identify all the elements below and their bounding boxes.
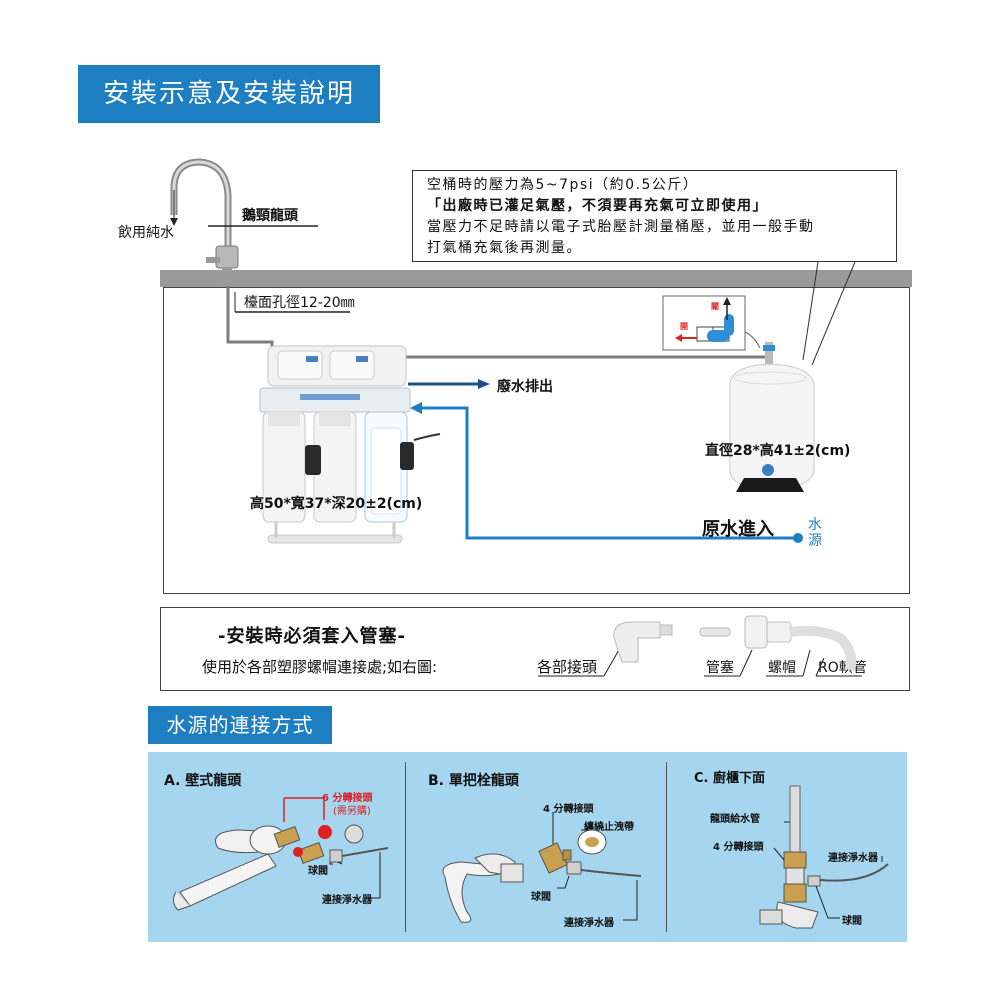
plug-note-title: -安裝時必須套入管塞- [218,626,406,647]
panel-c-illustration [759,785,889,929]
valve-close-label: 關 [711,302,719,311]
panel-c-supply: 龍頭給水管 [710,814,760,825]
plug-note-box [160,607,910,691]
panel-a-adapter-note: (需另購) [333,806,371,817]
nut-icon [744,615,768,649]
divider [405,762,406,932]
note-line-1: 空桶時的壓力為5~7psi（約0.5公斤） [427,177,699,193]
countertop [160,270,912,287]
faucet-label: 鵝頸龍頭 [242,208,298,224]
water-source-dot [793,533,803,543]
tube-plug-icon [699,627,731,637]
fittings-illustration [538,615,862,677]
note-pointer-line [802,261,819,361]
installation-diagram [170,158,856,544]
note-line-3: 當壓力不足時請以電子式胎壓計測量桶壓，並用一般手動 [427,219,815,235]
panel-c-title: C. 廚櫃下面 [694,771,766,786]
panel-a-illustration [172,797,389,911]
arrow-down-icon [170,218,178,226]
panel-a-connect: 連接淨水器 [322,895,372,906]
pressure-note: 空桶時的壓力為5~7psi（約0.5公斤） 「出廠時已灌足氣壓，不須要再充氣可立… [412,170,897,262]
waste-label: 廢水排出 [497,379,553,395]
joint-label: 各部接頭 [537,658,598,676]
panel-c-connect: 連接淨水器 [828,853,878,864]
pressure-tank-icon [729,342,815,492]
cabinet-outline [163,287,910,594]
nut-label: 螺帽 [768,660,796,676]
panel-c-adapter: 4 分轉接頭 [713,842,764,853]
raw-water-label: 原水進入 [702,519,774,540]
panel-a-ball: 球閥 [308,866,328,877]
supply-pipe-icon [789,785,801,857]
panel-c-ball: 球閥 [842,916,862,927]
arrow-right-icon [478,379,490,389]
valve-open-label: 開 [680,322,688,331]
plug-note-desc: 使用於各部塑膠螺帽連接處;如右圖: [202,658,438,676]
note-line-2: 「出廠時已灌足氣壓，不須要再充氣可立即使用」 [427,198,768,214]
filter-unit-icon [259,345,441,544]
elbow-joint-icon [613,621,661,663]
angle-valve-icon [776,901,819,929]
panel-b-title: B. 單把栓龍頭 [428,773,519,789]
panel-a-adapter: 6 分轉接頭 [322,793,373,804]
plug-label: 管塞 [706,660,734,676]
single-tap-icon [442,861,508,923]
page-title: 安裝示意及安裝說明 [78,65,380,123]
tank-size-label: 直徑28*高41±2(cm) [705,443,851,459]
divider [666,762,667,932]
panel-b-connect: 連接淨水器 [564,918,614,929]
panel-b-tape: 纏繞止洩帶 [584,822,634,833]
panel-b-ball: 球閥 [531,892,551,903]
arrow-left-icon [410,402,422,414]
unit-size-label: 高50*寬37*深20±2(cm) [250,496,423,512]
panel-b-adapter: 4 分轉接頭 [543,804,594,815]
tank-valve-icon [662,295,761,351]
counter-hole-label: 檯面孔徑12-20㎜ [244,295,355,311]
panel-a-title: A. 壁式龍頭 [164,773,242,789]
drinking-water-label: 飲用純水 [118,225,174,241]
faucet-icon [170,158,239,286]
water-source-label: 水源 [808,517,822,549]
note-line-4: 打氣桶充氣後再測量。 [427,240,582,256]
wall-faucet-icon [179,853,277,907]
ro-tube-icon [789,625,857,672]
section-title: 水源的連接方式 [148,706,332,744]
note-pointer-line [811,261,856,366]
raw-water-pipe [420,406,798,540]
panel-b-illustration [442,812,642,923]
